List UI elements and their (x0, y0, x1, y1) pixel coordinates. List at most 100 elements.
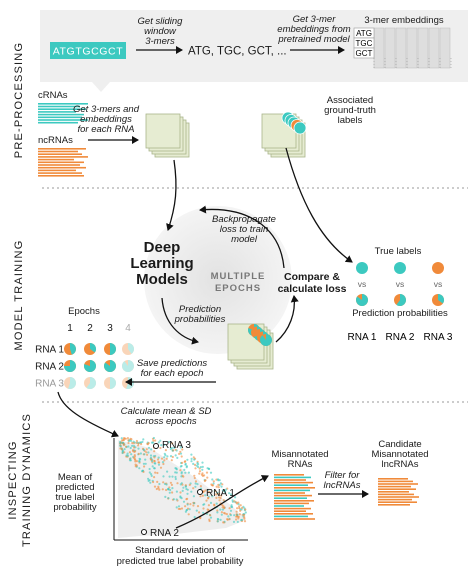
scatter-point (190, 460, 193, 463)
scatter-point (211, 478, 214, 481)
label-stack-top (261, 111, 307, 158)
misannotated-bar (274, 481, 313, 484)
scatter-point (211, 495, 214, 498)
scatter-point (153, 462, 156, 465)
scatter-point (236, 515, 239, 518)
misannotated-bar (274, 494, 312, 497)
epoch-row-label: RNA 1 (35, 345, 64, 356)
scatter-ylabel-4: probability (53, 502, 97, 513)
scatter-point (228, 518, 231, 521)
scatter-point (219, 496, 222, 500)
sliding-label-2: window (144, 26, 177, 37)
scatter-point (186, 458, 189, 461)
scatter-point (175, 506, 178, 509)
embedding-column (395, 27, 407, 69)
scatter-point (217, 486, 220, 489)
candidate-bar (378, 498, 412, 501)
scatter-point (146, 453, 149, 456)
true-label-dot (356, 262, 368, 274)
scatter-point (188, 508, 191, 511)
scatter-point (157, 463, 161, 466)
crna-bar (38, 108, 86, 110)
scatter-point (187, 471, 190, 474)
scatter-point (119, 442, 122, 445)
embedding-row-label: ATG (356, 29, 372, 38)
rna3-label: RNA 3 (162, 440, 191, 451)
scatter-ylabel-3: true label (55, 492, 94, 503)
compare-label-2: calculate loss (278, 283, 347, 295)
scatter-point (221, 489, 224, 492)
scatter-point (126, 452, 129, 455)
scatter-point (149, 456, 153, 459)
scatter-point (123, 448, 126, 451)
scatter-point (181, 489, 184, 492)
prediction-probabilities-title: Prediction probabilities (352, 308, 448, 319)
scatter-point (181, 448, 184, 451)
scatter-point (190, 453, 193, 456)
scatter-point (219, 518, 222, 522)
rna-column-label: RNA 1 (348, 332, 377, 343)
epoch-prediction-pie (64, 343, 76, 355)
scatter-point (171, 491, 174, 494)
scatter-point (233, 514, 236, 517)
scatter-point (208, 519, 211, 523)
deep-learning-title-2: Learning (130, 255, 193, 272)
scatter-point (222, 499, 225, 502)
scatter-point (162, 481, 165, 484)
epoch-number: 3 (107, 323, 113, 334)
scatter-point (150, 448, 153, 451)
scatter-point (137, 444, 140, 447)
scatter-point (177, 505, 181, 508)
scatter-point (164, 495, 167, 498)
scatter-point (144, 462, 147, 465)
embedding-column (417, 27, 429, 69)
scatter-point (184, 505, 187, 508)
prediction-label-2: probabilities (174, 314, 226, 325)
scatter-point (171, 449, 174, 452)
ground-truth-label-dot (293, 121, 307, 135)
scatter-point (196, 462, 199, 465)
scatter-point (153, 456, 156, 459)
scatter-point (216, 520, 219, 523)
scatter-point (243, 513, 246, 517)
rna-column-label: RNA 3 (424, 332, 453, 343)
scatter-point (137, 447, 140, 450)
scatter-point (164, 454, 167, 457)
scatter-point (162, 462, 165, 466)
scatter-point (129, 457, 132, 460)
scatter-point (168, 475, 171, 478)
sliding-label-1: Get sliding (138, 16, 184, 27)
candidate-bar (378, 483, 418, 485)
scatter-point (171, 455, 174, 459)
ncrna-bar (38, 164, 80, 166)
scatter-point (156, 458, 160, 461)
scatter-point (186, 503, 189, 506)
scatter-point (227, 515, 230, 518)
scatter-point (127, 441, 130, 445)
scatter-point (237, 503, 240, 506)
scatter-point (134, 460, 137, 463)
crna-bar (38, 111, 76, 113)
scatter-point (140, 443, 143, 446)
embedding-matrix: ATGTGCGCT (353, 27, 452, 69)
rna-column-label: RNA 2 (386, 332, 415, 343)
scatter-point (215, 493, 218, 496)
scatter-point (122, 442, 125, 445)
scatter-point (143, 465, 146, 468)
calc-label-2: across epochs (135, 416, 197, 427)
scatter-point (133, 455, 136, 458)
scatter-point (145, 451, 148, 454)
scatter-point (159, 466, 163, 469)
scatter-point (179, 483, 182, 486)
misannotated-label-2: RNAs (288, 459, 313, 470)
filter-label-1: Filter for (325, 470, 361, 481)
scatter-ylabel-1: Mean of (58, 472, 93, 483)
predicted-probability-pie (394, 294, 406, 307)
scatter-point (184, 471, 187, 474)
scatter-point (150, 458, 153, 461)
scatter-point (192, 495, 195, 498)
backprop-label-2: loss to train (220, 224, 269, 235)
scatter-point (141, 440, 144, 443)
misannotated-bar (274, 479, 306, 481)
scatter-point (130, 438, 133, 441)
